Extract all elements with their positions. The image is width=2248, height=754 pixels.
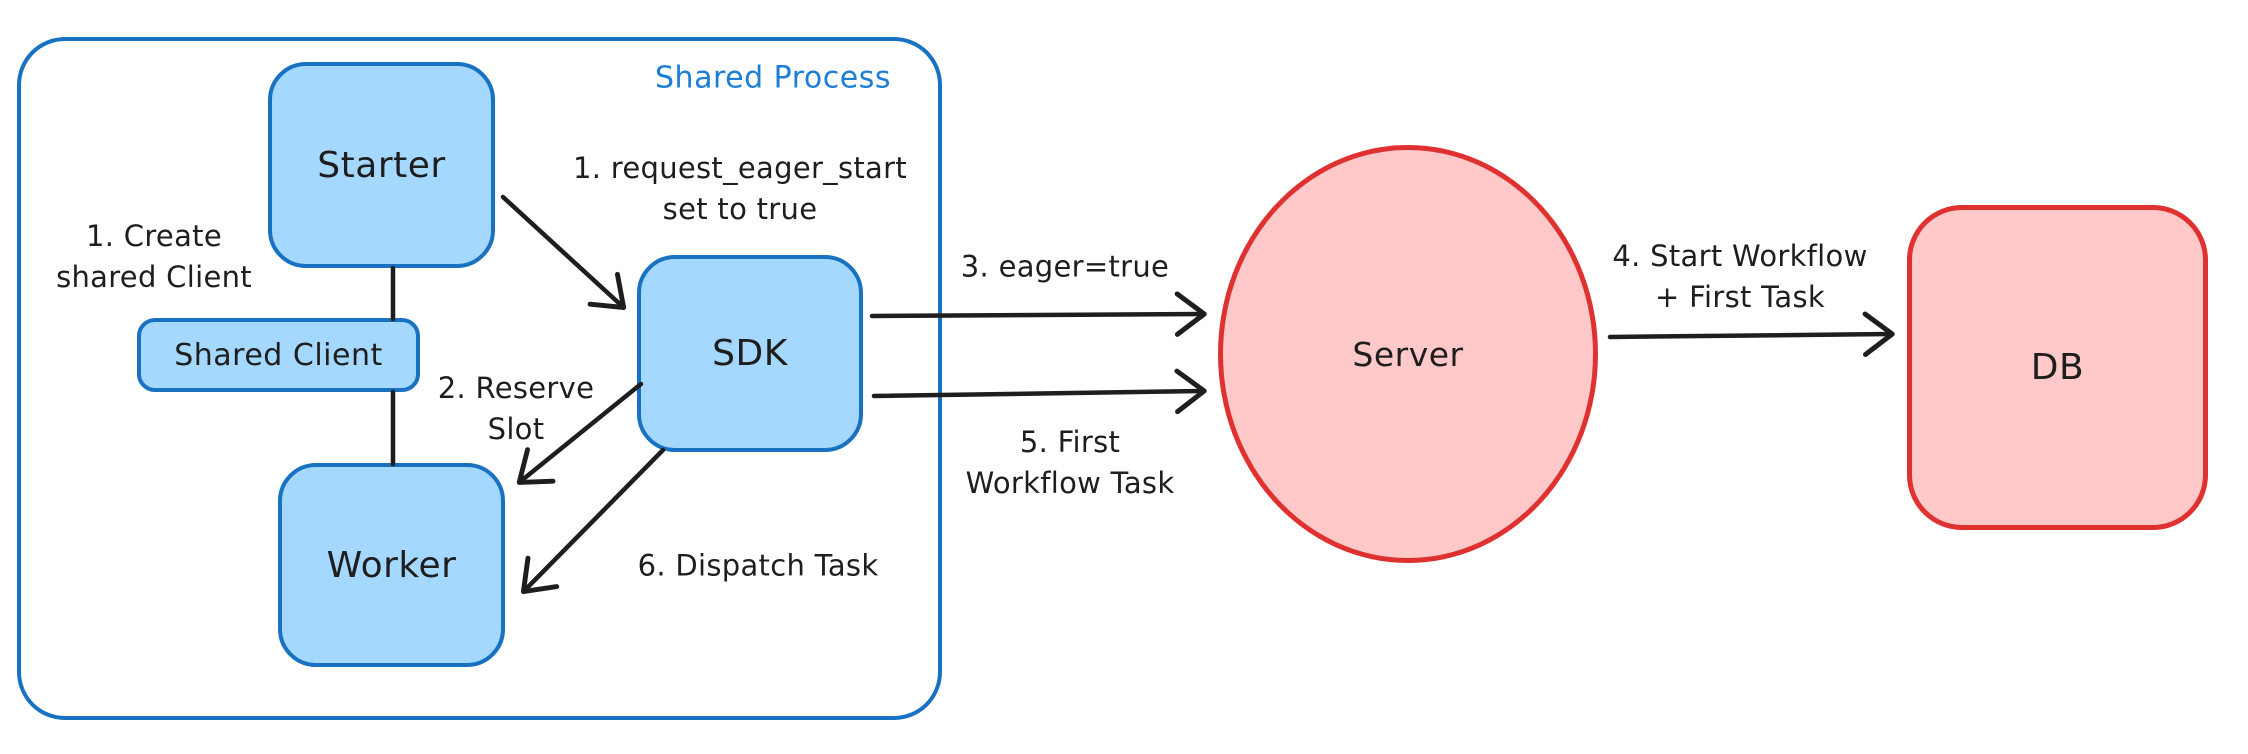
annotation-line: 4. Start Workflow [1612,239,1868,273]
annotation-line: set to true [662,192,818,226]
annotation-start-workflow: 4. Start Workflow + First Task [1612,236,1867,318]
worker-node: Worker [278,463,505,667]
sdk-label: SDK [712,333,788,374]
starter-node: Starter [268,62,495,268]
annotation-dispatch-task: 6. Dispatch Task [638,546,879,587]
annotation-line: shared Client [56,260,252,294]
shared-client-node: Shared Client [137,318,420,392]
db-label: DB [2030,347,2085,388]
annotation-first-workflow-task: 5. First Workflow Task [966,422,1175,504]
annotation-line: 2. Reserve [437,371,595,405]
db-node: DB [1907,205,2208,530]
annotation-create-shared-client: 1. Create shared Client [56,216,252,298]
shared-client-label: Shared Client [174,337,383,373]
arrow-server-db [1607,311,1895,357]
shared-process-title: Shared Process [655,60,891,96]
starter-label: Starter [317,144,446,186]
annotation-request-eager-start: 1. request_eager_start set to true [573,148,907,230]
annotation-line: 3. eager=true [960,249,1170,284]
annotation-reserve-slot: 2. Reserve Slot [438,368,594,450]
sdk-node: SDK [637,255,863,452]
annotation-eager-true: 3. eager=true [961,247,1169,288]
shared-process-container [17,37,942,720]
worker-label: Worker [326,544,457,586]
server-node: Server [1218,145,1598,563]
annotation-line: 6. Dispatch Task [637,548,879,583]
annotation-line: 1. Create [86,219,222,253]
annotation-line: Slot [487,412,545,446]
annotation-line: Workflow Task [965,466,1175,500]
annotation-line: 5. First [1019,425,1121,459]
annotation-line: 1. request_eager_start [572,151,908,185]
annotation-line: + First Task [1655,280,1825,314]
server-label: Server [1352,334,1464,374]
